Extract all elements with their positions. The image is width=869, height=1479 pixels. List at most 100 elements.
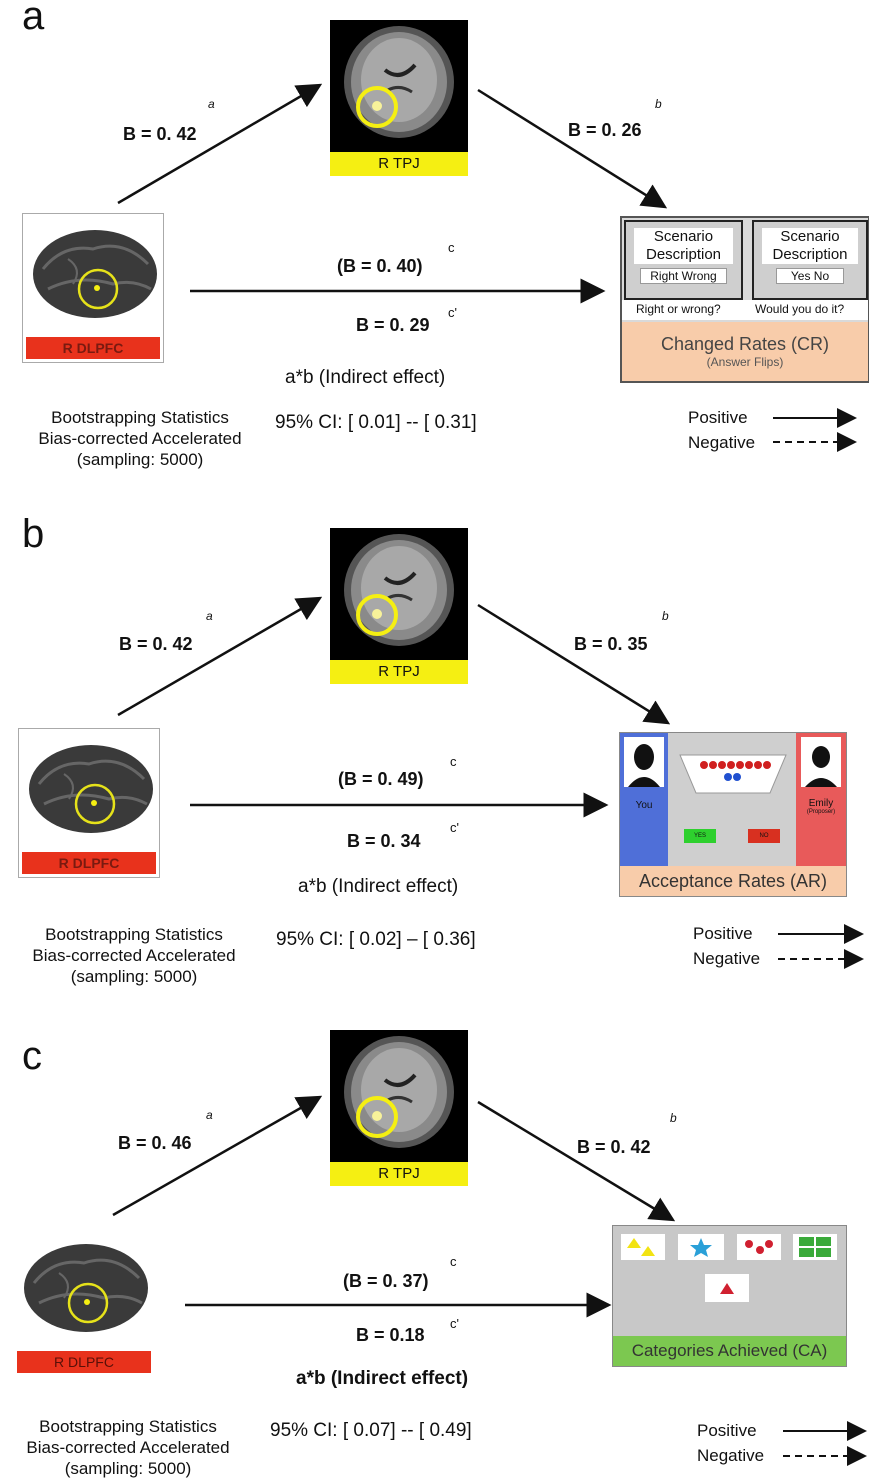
panel-b: b R TPJ bbox=[0, 512, 869, 1011]
card-triangles bbox=[621, 1234, 665, 1260]
outcome-acceptance-rates: You YES NO Emily (Proposer) bbox=[619, 732, 847, 897]
panel-label: c bbox=[22, 1034, 42, 1078]
question-right-wrong: Right or wrong? bbox=[636, 302, 721, 316]
card-target bbox=[705, 1274, 749, 1302]
card-squares bbox=[793, 1234, 837, 1260]
you-avatar-icon bbox=[624, 737, 664, 787]
legend-positive-label: Positive bbox=[693, 924, 753, 943]
path-arrows bbox=[117, 596, 864, 969]
scenario-title: Scenario Description bbox=[634, 228, 733, 264]
path-arrows bbox=[112, 1095, 867, 1466]
brain-render bbox=[24, 1244, 148, 1332]
outcome-changed-rates: Scenario Description Right Wrong Scenari… bbox=[620, 216, 869, 383]
outcome-subtitle: (Answer Flips) bbox=[706, 355, 784, 369]
mri-slice bbox=[344, 26, 454, 138]
mri-tpj-image: R TPJ bbox=[330, 20, 468, 176]
mri-tpj-image: R TPJ bbox=[330, 1030, 468, 1186]
boot-line-2: Bias-corrected Accelerated bbox=[32, 946, 236, 965]
mri-slice bbox=[344, 1036, 454, 1148]
path-cprime-superscript: c' bbox=[448, 305, 457, 320]
outcome-title: Categories Achieved (CA) bbox=[631, 1341, 828, 1360]
path-cprime-coefficient: B = 0.18 bbox=[356, 1325, 425, 1345]
path-c-coefficient: (B = 0. 49) bbox=[338, 769, 424, 789]
arrow-a bbox=[112, 1095, 323, 1217]
yes-button: YES bbox=[684, 829, 716, 843]
path-cprime-superscript: c' bbox=[450, 820, 459, 835]
path-b-superscript: b bbox=[655, 97, 662, 111]
boot-line-3: (sampling: 5000) bbox=[70, 967, 198, 986]
outcome-label-band: Categories Achieved (CA) bbox=[613, 1336, 846, 1366]
mri-slice bbox=[344, 534, 454, 646]
outcome-title: Acceptance Rates (AR) bbox=[638, 871, 828, 891]
outcome-label-band: Changed Rates (CR) (Answer Flips) bbox=[622, 322, 868, 381]
path-a-coefficient: B = 0. 42 bbox=[123, 124, 197, 144]
blue-star-icon bbox=[690, 1238, 712, 1257]
mri-tpj-image: R TPJ bbox=[330, 528, 468, 684]
path-c-superscript: c bbox=[450, 1254, 457, 1269]
path-b-coefficient: B = 0. 26 bbox=[568, 120, 642, 140]
confidence-interval: 95% CI: [ 0.07] -- [ 0.49] bbox=[270, 1420, 472, 1441]
path-a-superscript: a bbox=[206, 1108, 213, 1122]
brain-label: R DLPFC bbox=[17, 1351, 151, 1373]
indirect-effect-label: a*b (Indirect effect) bbox=[298, 876, 459, 897]
outcome-label-band: Acceptance Rates (AR) bbox=[620, 866, 846, 896]
no-button: NO bbox=[748, 829, 780, 843]
scenario-title: Scenario Description bbox=[762, 228, 858, 264]
brain-dlpfc-image: R DLPFC bbox=[18, 728, 160, 878]
path-b-superscript: b bbox=[662, 609, 669, 623]
path-c-coefficient: (B = 0. 40) bbox=[337, 256, 423, 276]
legend: Positive Negative bbox=[688, 405, 755, 455]
legend-negative-label: Negative bbox=[688, 433, 756, 452]
boot-line-3: (sampling: 5000) bbox=[64, 1459, 192, 1478]
boot-line-1: Bootstrapping Statistics bbox=[39, 1417, 217, 1436]
path-arrows bbox=[117, 83, 857, 452]
legend-negative-label: Negative bbox=[697, 1446, 765, 1465]
confidence-interval: 95% CI: [ 0.01] -- [ 0.31] bbox=[275, 412, 477, 433]
panel-label: a bbox=[22, 0, 45, 38]
legend-positive-label: Positive bbox=[688, 408, 748, 427]
outcome-categories-achieved: Categories Achieved (CA) bbox=[612, 1225, 847, 1367]
path-a-coefficient: B = 0. 46 bbox=[118, 1133, 192, 1153]
confidence-interval: 95% CI: [ 0.02] – [ 0.36] bbox=[276, 929, 476, 950]
arrow-b bbox=[477, 88, 668, 209]
arrow-a bbox=[117, 596, 323, 717]
bootstrapping-note: Bootstrapping Statistics Bias-corrected … bbox=[14, 924, 254, 987]
boot-line-2: Bias-corrected Accelerated bbox=[38, 429, 242, 448]
emily-role: (Proposer) bbox=[806, 809, 836, 815]
path-b-superscript: b bbox=[670, 1111, 677, 1125]
mri-label: R TPJ bbox=[330, 1162, 468, 1186]
red-triangle-icon bbox=[720, 1283, 734, 1294]
brain-render bbox=[33, 230, 157, 318]
green-squares-icon bbox=[799, 1237, 831, 1257]
yellow-triangles-icon bbox=[627, 1238, 655, 1256]
mri-label: R TPJ bbox=[330, 660, 468, 684]
path-cprime-coefficient: B = 0. 29 bbox=[356, 315, 430, 335]
legend-negative-label: Negative bbox=[693, 949, 761, 968]
indirect-effect-label: a*b (Indirect effect) bbox=[285, 367, 446, 388]
legend-positive-label: Positive bbox=[697, 1421, 757, 1440]
path-a-superscript: a bbox=[206, 609, 213, 623]
indirect-effect-label: a*b (Indirect effect) bbox=[296, 1368, 469, 1389]
coin-tray-icon bbox=[679, 754, 787, 794]
brain-dlpfc-image: R DLPFC bbox=[22, 213, 164, 363]
question-would-you: Would you do it? bbox=[755, 302, 845, 316]
mri-label: R TPJ bbox=[330, 152, 468, 176]
path-cprime-coefficient: B = 0. 34 bbox=[347, 831, 421, 851]
path-a-superscript: a bbox=[208, 97, 215, 111]
scenario-card-2: Scenario Description Yes No bbox=[752, 220, 868, 300]
boot-line-1: Bootstrapping Statistics bbox=[51, 408, 229, 427]
path-a-coefficient: B = 0. 42 bbox=[119, 634, 193, 654]
legend: Positive Negative bbox=[693, 921, 760, 971]
legend: Positive Negative bbox=[697, 1418, 764, 1468]
offer-tray bbox=[678, 745, 788, 801]
emily-label: Emily bbox=[808, 798, 834, 809]
emily-panel: Emily (Proposer) bbox=[796, 733, 846, 866]
scenario-buttons: Right Wrong bbox=[640, 268, 727, 284]
red-circles-icon bbox=[745, 1240, 773, 1254]
path-b-coefficient: B = 0. 42 bbox=[577, 1137, 651, 1157]
path-cprime-superscript: c' bbox=[450, 1316, 459, 1331]
scenario-card-1: Scenario Description Right Wrong bbox=[624, 220, 743, 300]
you-panel: You bbox=[620, 733, 668, 866]
card-circles bbox=[737, 1234, 781, 1260]
path-c-coefficient: (B = 0. 37) bbox=[343, 1271, 429, 1291]
